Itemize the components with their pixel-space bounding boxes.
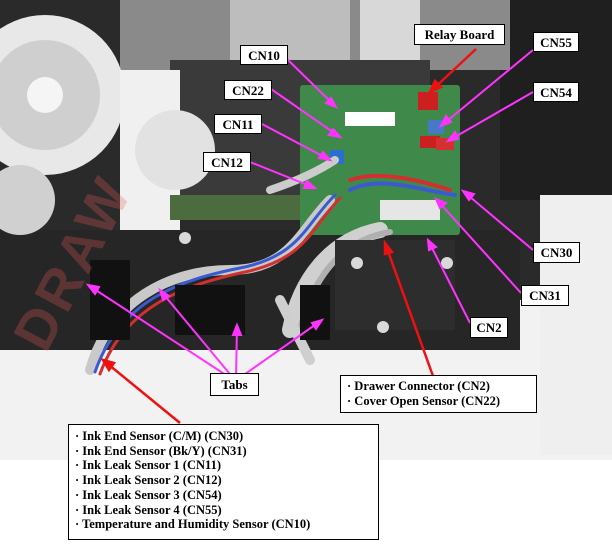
sensor-line: · Ink Leak Sensor 4 (CN55) bbox=[75, 502, 222, 517]
sensor-line: · Ink End Sensor (Bk/Y) (CN31) bbox=[75, 443, 247, 458]
pointer-cn54 bbox=[447, 91, 534, 142]
pointer-cn31 bbox=[435, 198, 522, 294]
label-cn2: CN2 bbox=[470, 317, 508, 338]
pointer-tabs-1 bbox=[87, 284, 233, 380]
pointer-cn11 bbox=[261, 123, 331, 161]
cover-sensor-line: · Cover Open Sensor (CN22) bbox=[347, 393, 501, 408]
sensor-list-box: · Ink End Sensor (C/M) (CN30) · Ink End … bbox=[68, 424, 379, 540]
pointer-tabs-4 bbox=[237, 319, 323, 380]
arrowhead bbox=[460, 189, 476, 202]
arrowhead bbox=[324, 96, 339, 109]
sensor-line: · Temperature and Humidity Sensor (CN10) bbox=[75, 517, 311, 532]
pointer-cn2 bbox=[427, 239, 471, 324]
screw bbox=[179, 232, 191, 244]
arrowhead bbox=[445, 130, 460, 143]
tab-housings bbox=[90, 240, 455, 340]
screw bbox=[441, 257, 453, 269]
label-cn22: CN22 bbox=[224, 80, 272, 100]
screw bbox=[377, 321, 389, 333]
arrowhead bbox=[302, 179, 318, 189]
arrowhead bbox=[434, 197, 448, 210]
label-relay-board: Relay Board bbox=[414, 24, 505, 45]
pointer-cn22 bbox=[270, 88, 341, 138]
right-housing bbox=[540, 195, 612, 455]
pointer-cn30 bbox=[462, 190, 534, 251]
main-board-edge bbox=[170, 195, 310, 220]
arrowhead bbox=[317, 150, 333, 162]
screw bbox=[351, 257, 363, 269]
pointer-sensor-list bbox=[102, 359, 181, 424]
pointer-drawer bbox=[383, 242, 435, 377]
pointer-cn12 bbox=[249, 161, 316, 189]
arrowhead bbox=[438, 114, 453, 128]
label-cn12: CN12 bbox=[203, 152, 251, 172]
pointer-tabs-2 bbox=[159, 289, 235, 380]
pointer-cn55 bbox=[440, 49, 534, 127]
label-cn54: CN54 bbox=[533, 82, 579, 102]
gear-assembly bbox=[0, 15, 215, 235]
sensor-line: · Ink End Sensor (C/M) (CN30) bbox=[75, 429, 244, 443]
drawer-connector-box: · Drawer Connector (CN2) · Cover Open Se… bbox=[340, 375, 537, 413]
pointer-lines bbox=[85, 49, 534, 380]
label-cn31: CN31 bbox=[521, 285, 569, 306]
arrowhead bbox=[327, 127, 343, 139]
sensor-line: · Ink Leak Sensor 1 (CN11) bbox=[75, 458, 221, 473]
arrowhead bbox=[426, 237, 438, 252]
label-tabs: Tabs bbox=[210, 373, 259, 396]
label-cn10: CN10 bbox=[240, 45, 288, 65]
label-cn11: CN11 bbox=[214, 114, 262, 134]
connector-red-top bbox=[418, 92, 438, 110]
red-pointer-lines bbox=[100, 48, 477, 424]
label-cn55: CN55 bbox=[533, 32, 579, 52]
drawer-line: · Drawer Connector (CN2) bbox=[347, 379, 490, 393]
sensor-line: · Ink Leak Sensor 2 (CN12) bbox=[75, 473, 222, 488]
label-cn30: CN30 bbox=[533, 242, 580, 263]
pointer-cn10 bbox=[286, 58, 337, 108]
sensor-line: · Ink Leak Sensor 3 (CN54) bbox=[75, 487, 222, 502]
